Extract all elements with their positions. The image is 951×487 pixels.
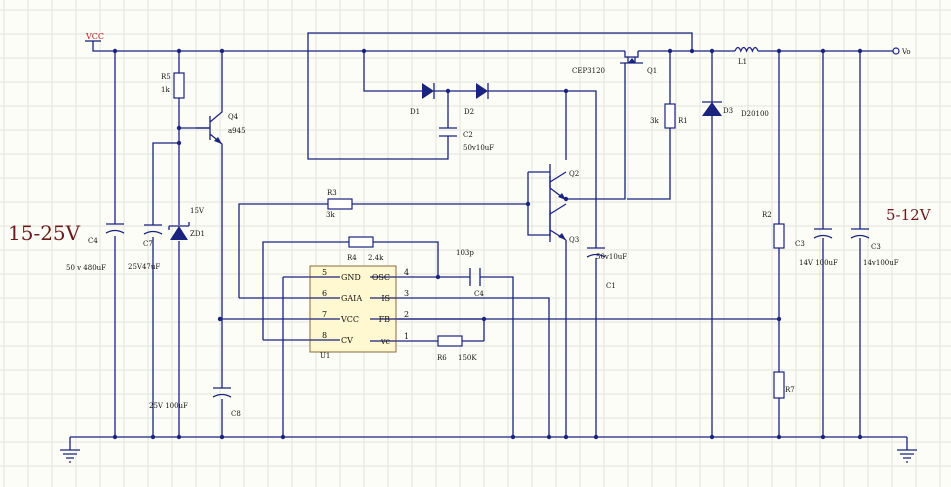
r2-label: R2 [762,211,772,219]
r6-label: R6 [437,354,447,362]
q2-label: Q2 [569,170,579,178]
c3a-label: C3 [795,240,805,248]
ic-pin-name-4: OSC [372,273,390,282]
ic-pin-number-3: 3 [404,289,409,298]
capacitor-c3b [850,228,870,239]
c3b-label: C3 [871,243,881,251]
c3a-value: 14V 100uF [799,259,838,267]
capacitor-c3a [813,228,833,239]
c-osc-value: 103p [456,249,474,257]
capacitor-c7 [143,224,163,235]
c7-value: 25V47uF [128,263,160,271]
q4-part: a945 [228,127,246,135]
ic-pin-name-1: vc [380,337,391,346]
ic-pin-number-5: 5 [322,268,327,277]
d3-part: D20100 [741,110,769,118]
ic-pin-name-7: VCC [340,315,359,324]
transistor-q4 [196,127,222,144]
r5-label: R5 [161,73,171,81]
ic-pin-number-1: 1 [404,332,409,341]
q3-label: Q3 [569,236,579,244]
diode-d2 [476,83,489,99]
transistor-q2 [549,164,566,200]
zd1-value: 15V [190,207,205,215]
u1-label: U1 [320,352,330,360]
q1-part: CEP3120 [572,67,605,75]
vo-label: Vo [901,48,911,56]
zener-zd1 [168,222,190,240]
ic-pin-number-7: 7 [322,310,327,319]
junctions [112,48,863,440]
d2-label: D2 [464,108,474,116]
ic-pin-name-5: GND [341,273,361,282]
ground-icon [897,449,917,463]
capacitor-c2 [439,127,457,137]
c4-label: C4 [88,237,98,245]
ic-u1 [309,265,397,353]
output-voltage-range: 5-12V [886,206,932,224]
r5-value: 1k [161,86,170,94]
resistor-r1 [664,103,676,129]
transistor-q3 [549,210,566,240]
zd1-label: ZD1 [190,230,205,238]
l1-label: L1 [738,58,747,66]
c2-value: 50v10uF [463,144,494,152]
ic-pin-name-8: CV [341,336,353,345]
c3b-value: 14v100uF [863,259,899,267]
capacitor-c4 [105,223,125,234]
inductor-l1 [734,46,759,53]
resistor-r3 [327,198,353,210]
capacitor-c8 [212,387,232,398]
capacitor-c1 [586,247,606,258]
ic-pin-name-6: GAIA [341,294,362,303]
vcc-label: VCC [85,32,104,41]
input-voltage-range: 15-25V [8,221,81,245]
resistor-r2 [773,223,785,249]
r3-label: R3 [327,189,337,197]
resistor-r5 [173,72,185,99]
c4-value: 50 v 480uF [66,264,106,272]
r4-label: R4 [347,254,357,262]
c8-label: C8 [231,410,241,418]
c-osc-label: C4 [474,290,484,298]
diode-d1 [422,83,435,99]
r3-value: 3k [326,211,335,219]
d3-label: D3 [723,107,733,115]
r6-value: 150K [458,354,477,362]
c1-label: C1 [606,282,616,290]
diode-d3 [702,101,722,116]
c8-value: 25V 100uF [149,402,188,410]
resistor-r4 [348,236,374,248]
ic-pin-name-3: IS [381,294,390,303]
ic-pin-name-2: FB [379,315,391,324]
q1-label: Q1 [647,67,657,75]
ic-pin-number-6: 6 [322,289,327,298]
resistor-r6 [437,335,463,347]
ground-icon [60,449,80,463]
r1-value: 3k [650,117,659,125]
vo-terminal-icon [892,47,900,55]
resistor-r7 [773,371,785,399]
ic-pin-number-8: 8 [322,331,327,340]
r4-value: 2.4k [368,254,384,262]
d1-label: D1 [410,108,420,116]
r1-label: R1 [678,117,688,125]
c7-label: C7 [143,240,153,248]
c1-value: 50v10uF [596,253,627,261]
r7-label: R7 [785,386,795,394]
capacitor-osc [469,268,481,286]
q4-label: Q4 [228,113,239,121]
c2-label: C2 [463,131,473,139]
ic-pin-number-4: 4 [404,268,409,277]
mosfet-q1 [620,51,643,64]
ic-pin-number-2: 2 [404,310,409,319]
